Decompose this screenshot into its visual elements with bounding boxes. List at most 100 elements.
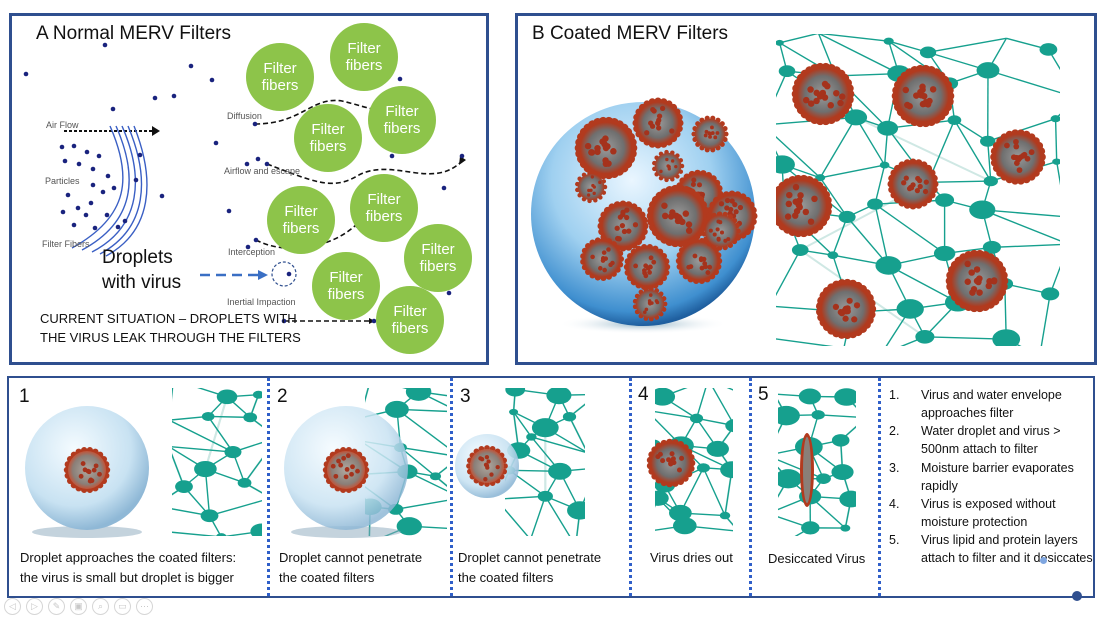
step-mesh-node [811,410,825,420]
step-mesh-bg-strand [646,410,654,444]
step-mesh-strand [768,514,779,546]
step-mesh-node [831,434,850,447]
step-mesh-strand [172,531,219,536]
step-mesh-node [720,461,733,479]
mesh-node [1041,287,1060,301]
label-particles: Particles [45,176,80,186]
panel-a-title: A Normal MERV Filters [36,23,231,44]
step-filter-mesh [646,388,733,535]
mesh-strand [1047,49,1060,71]
step-mesh-node [816,473,831,484]
mesh-node [875,256,902,275]
step-mesh-bg-strand [155,506,166,532]
step-filter-mesh [155,388,262,536]
step-mesh-node [567,501,585,520]
mesh-node [791,244,809,256]
step-mesh-strand [726,388,733,391]
filter-fiber-circle: Filter fibers [404,224,472,292]
mesh-strand [844,348,881,355]
virus-in-droplet [63,447,111,493]
next-icon[interactable]: ▷ [26,598,43,615]
step-mesh-node [405,388,432,401]
step-mesh-bg-strand [172,388,174,403]
mesh-strand [1055,113,1060,120]
trapped-virus [776,174,833,238]
panel-process-steps: 1 2 3 4 5 Droplet approaches the coated … [7,376,1095,598]
mesh-node [1050,115,1060,123]
escape-dots [23,42,452,296]
step-mesh-strand [505,508,529,536]
pen-icon[interactable]: ✎ [48,598,65,615]
droplet-virus [623,244,671,290]
subtitles-icon[interactable]: ▭ [114,598,131,615]
step-mesh-node [562,412,577,422]
mesh-strand [987,141,992,182]
mesh-node [969,200,996,220]
step-mesh-node [396,517,422,536]
step-mesh-strand [505,495,546,500]
step-mesh-node [719,511,731,520]
droplet-circle [271,261,297,287]
step-divider [749,378,752,596]
step-mesh-strand [172,420,234,453]
step-mesh-strand [435,466,447,477]
step-mesh-node [725,419,733,433]
droplet-virus [632,286,668,322]
step-mesh-strand [702,467,726,516]
mesh-strand [767,306,769,338]
step-divider [878,378,881,596]
step-mesh-strand [569,403,585,418]
airflow-arrowhead [152,126,160,136]
step-divider [267,378,270,596]
step-mesh-node [526,433,537,441]
mesh-node [896,299,924,319]
step-mesh-node [778,469,802,489]
mesh-strand [819,177,848,218]
filter-fiber-circle: Filter fibers [330,23,398,91]
mesh-strand [776,70,788,98]
step-mesh-strand [365,388,369,403]
mesh-node [877,120,899,136]
interception-path [255,223,358,250]
mesh-strand [1049,265,1060,295]
selection-handle[interactable] [1072,591,1082,601]
step-mesh-node [216,533,227,536]
mesh-node [919,46,937,59]
virus-cluster [574,97,758,322]
step-mesh-strand [544,495,571,536]
filter-fiber-circle: Filter fibers [368,86,436,154]
previous-icon[interactable]: ◁ [4,598,21,615]
step-mesh-strand [435,475,447,487]
diffusion-path [254,99,403,125]
cursor-marker [1040,557,1047,564]
filter-fiber-circle: Filter fibers [312,252,380,320]
step-number: 1 [19,386,30,407]
slides-icon[interactable]: ▣ [70,598,87,615]
more-icon[interactable]: ⋯ [136,598,153,615]
coated-filter-illustration [531,34,1060,355]
filter-fiber-circle: Filter fibers [376,286,444,354]
filter-fiber-circle: Filter fibers [294,104,362,172]
filter-fiber-circle: Filter fibers [267,186,335,254]
label-diffusion: Diffusion [227,111,262,121]
step-filter-mesh [768,388,856,546]
droplet-virus [646,184,710,248]
mesh-node [776,39,784,46]
step-mesh-bg-strand [768,514,779,546]
mesh-strand [928,180,991,184]
zoom-icon[interactable]: ⌕ [92,598,109,615]
step-mesh-strand [400,446,436,477]
mesh-strand [818,34,900,75]
droplet-virus [691,115,729,153]
step-mesh-node [224,445,242,459]
mesh-node [776,155,795,174]
step-number: 4 [638,384,649,405]
process-illustrations [25,388,856,546]
mesh-strand [874,203,946,255]
mesh-strand [874,164,886,205]
mesh-strand [776,249,801,297]
mesh-strand [776,135,821,179]
step-mesh-strand [407,470,447,492]
mesh-strand [819,117,857,179]
